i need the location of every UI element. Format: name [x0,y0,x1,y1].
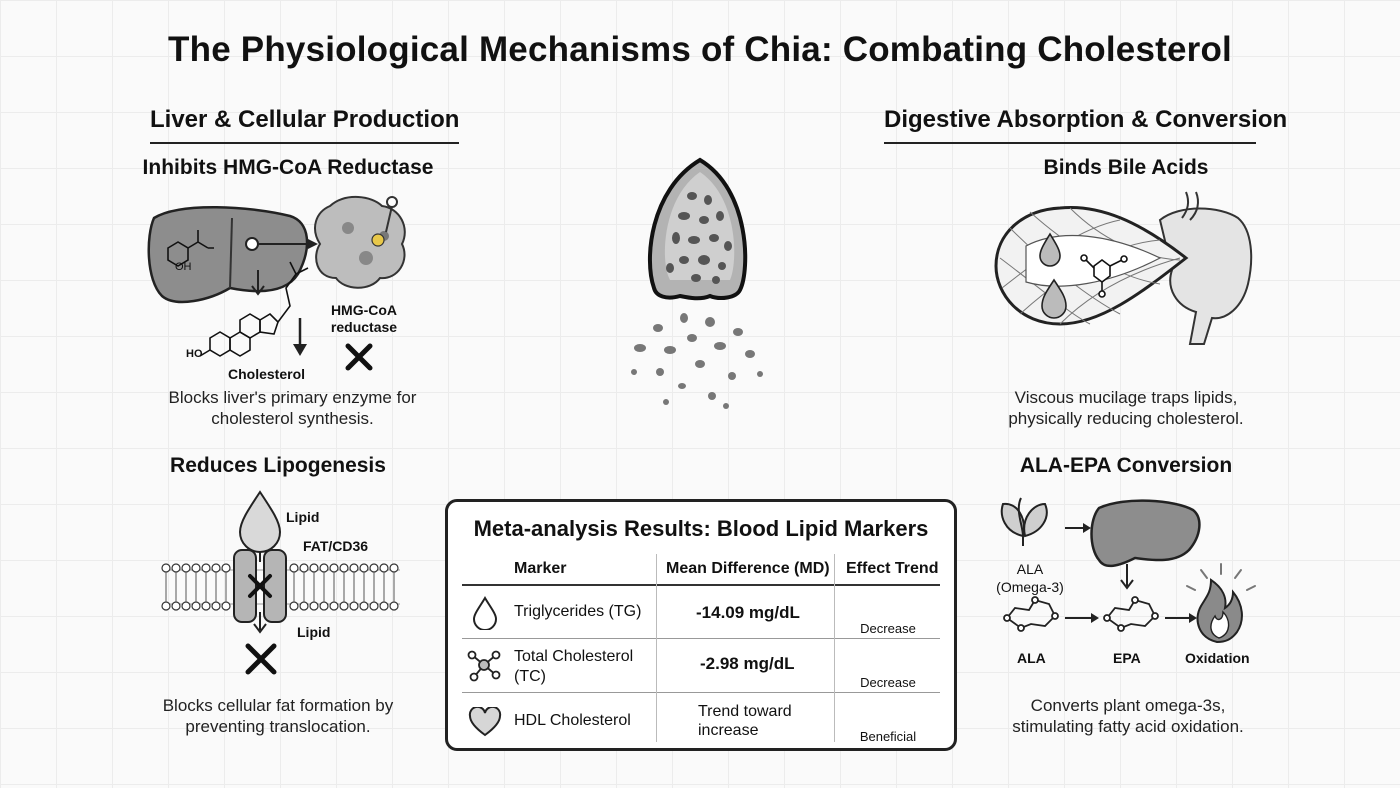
lipogenesis-diagram [161,490,400,675]
lipid-top-label: Lipid [286,509,320,525]
bile-acid-diagram [994,191,1253,345]
row-hdl-trend: Beneficial [859,729,917,744]
ala-epa-panel-title: ALA-EPA Conversion [1019,454,1233,477]
meta-table-title: Meta-analysis Results: Blood Lipid Marke… [473,516,929,541]
flame-icon [1186,563,1256,644]
oxidation-label: Oxidation [1185,650,1250,666]
membrane [161,563,400,611]
ala-omega-label: ALA (Omega-3) [996,561,1064,595]
row-hdl-marker: HDL Cholesterol [514,712,631,729]
left-section-heading: Liver & Cellular Production [150,106,460,144]
lipogenesis-panel-title: Reduces Lipogenesis [170,454,386,477]
row-tc-md: -2.98 mg/dL [700,654,795,673]
row-tc-trend: Decrease [860,675,916,690]
droplet-icon [472,596,498,630]
row-tg-marker: Triglycerides (TG) [514,603,642,620]
liver-icon [147,206,309,304]
hmg-caption: Blocks liver's primary enzyme for choles… [168,388,417,428]
enzyme-icon [314,196,406,289]
oh-label: OH [175,261,192,273]
row-tc-marker: Total Cholesterol (TC) [514,648,634,685]
epa-label: EPA [1113,650,1141,666]
bile-panel-title: Binds Bile Acids [1043,156,1209,179]
ala-epa-diagram [1000,497,1256,644]
column-divider-2 [834,554,835,742]
hmg-coa-diagram [147,196,406,371]
lipogenesis-caption: Blocks cellular fat formation by prevent… [162,696,394,736]
molecule-icon [467,650,501,682]
epa-molecule-icon [1103,596,1159,632]
row-tg-trend: Decrease [860,621,916,636]
molecule-sketch [167,230,214,267]
fat-cd36-label: FAT/CD36 [303,538,369,554]
liver-icon [1090,499,1201,568]
block-x-icon-large [245,643,277,675]
bile-caption: Viscous mucilage traps lipids, physicall… [1008,388,1244,428]
chia-seed-illustration [631,157,763,409]
plant-leaf-icon [1000,497,1048,538]
row-hdl-md: Trend toward increase [698,703,792,739]
cholesterol-structure [199,261,309,357]
ho-label: HO [186,348,203,360]
lipid-bottom-label: Lipid [297,624,331,640]
ala-epa-caption: Converts plant omega-3s, stimulating fat… [1012,696,1244,736]
ala-molecule-icon [1003,596,1059,632]
right-section-heading: Digestive Absorption & Conversion [884,106,1287,144]
page-title: The Physiological Mechanisms of Chia: Co… [168,30,1232,69]
intestine-icon [1158,191,1253,345]
header-divider [462,584,940,586]
row-tg-md: -14.09 mg/dL [696,603,800,622]
header-marker: Marker [514,560,567,577]
header-effect-trend: Effect Trend [846,560,939,577]
ala-label: ALA [1017,650,1046,666]
lipid-droplet-icon [238,490,282,553]
hmg-enzyme-label: HMG-CoA reductase [330,302,398,335]
hmg-panel-title: Inhibits HMG-CoA Reductase [142,156,434,179]
meta-analysis-table: Meta-analysis Results: Blood Lipid Marke… [445,499,957,751]
row-divider-1 [462,638,940,639]
cholesterol-label: Cholesterol [228,366,306,382]
block-x-icon [345,343,373,371]
row-divider-2 [462,692,940,693]
block-x-icon [248,574,272,598]
header-mean-difference: Mean Difference (MD) [666,560,830,577]
column-divider-1 [656,554,657,742]
transporter-right [263,549,287,623]
transporter-left [233,549,257,623]
heart-icon [468,707,502,737]
